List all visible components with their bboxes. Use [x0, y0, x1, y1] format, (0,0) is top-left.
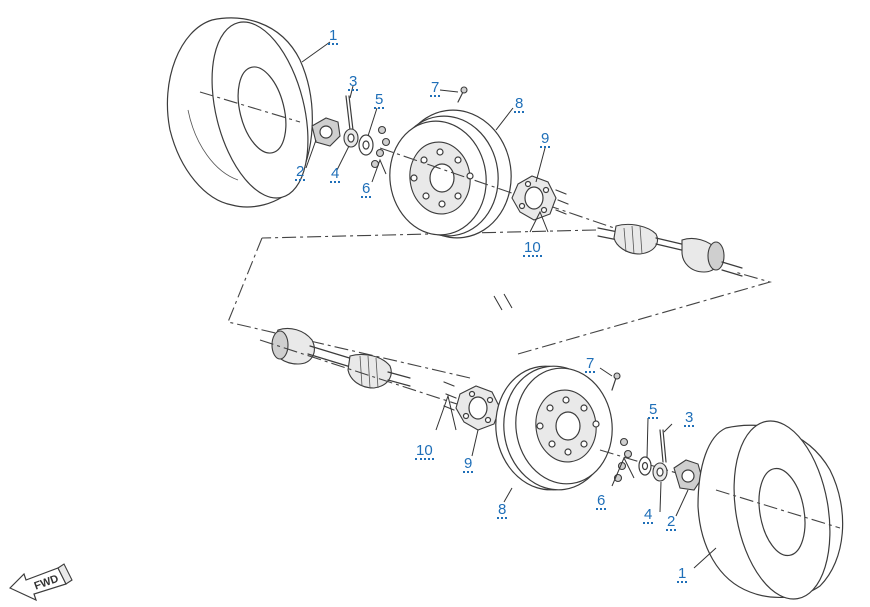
- axle-connector-frame: [227, 229, 773, 379]
- callout-washer-lower[interactable]: 5: [648, 401, 659, 419]
- lower-tire: [697, 420, 844, 600]
- lower-wheel-rim: [495, 365, 613, 491]
- callout-wheel-hub-lower[interactable]: 9: [463, 455, 474, 473]
- callout-castle-nut-lower[interactable]: 4: [643, 506, 654, 524]
- callout-tire-upper[interactable]: 1: [328, 27, 339, 45]
- callout-wheel-rim-upper[interactable]: 8: [514, 95, 525, 113]
- upper-washer: [358, 134, 374, 156]
- callout-washer-upper[interactable]: 5: [374, 91, 385, 109]
- callout-hub-studs-upper[interactable]: 10: [523, 239, 542, 257]
- callout-hub-studs-lower[interactable]: 10: [415, 442, 434, 460]
- lower-washer: [638, 456, 652, 476]
- upper-cotter-pin: [345, 95, 354, 131]
- upper-lug-nuts: [370, 125, 391, 183]
- lower-castle-nut: [652, 462, 668, 482]
- lower-hub-studs: [435, 381, 457, 431]
- upper-castle-nut: [343, 128, 359, 148]
- lower-lug-nuts: [611, 437, 635, 487]
- callout-cotter-pin-upper[interactable]: 3: [348, 73, 359, 91]
- upper-wheel-rim: [389, 109, 512, 239]
- callout-hub-nut-lower[interactable]: 2: [666, 513, 677, 531]
- upper-tire: [166, 17, 313, 208]
- lower-cotter-pin: [659, 429, 667, 463]
- callout-lug-nuts-lower[interactable]: 6: [596, 492, 607, 510]
- callout-tire-lower[interactable]: 1: [677, 565, 688, 583]
- callout-valve-stem-upper[interactable]: 7: [430, 79, 441, 97]
- callout-hub-nut-upper[interactable]: 2: [295, 163, 306, 181]
- upper-wheel-hub: [511, 175, 557, 221]
- callout-wheel-rim-lower[interactable]: 8: [497, 501, 508, 519]
- upper-valve-stem: [457, 86, 468, 103]
- lower-drive-shaft: [271, 327, 411, 389]
- upper-hub-studs: [529, 189, 569, 233]
- callout-cotter-pin-lower[interactable]: 3: [684, 409, 695, 427]
- upper-drive-shaft: [597, 223, 743, 277]
- leader-lines: [301, 41, 717, 569]
- lower-tire-centerline: [715, 489, 841, 529]
- callout-wheel-hub-upper[interactable]: 9: [540, 130, 551, 148]
- callout-castle-nut-upper[interactable]: 4: [330, 165, 341, 183]
- lower-wheel-hub: [455, 385, 501, 431]
- callout-valve-stem-lower[interactable]: 7: [585, 355, 596, 373]
- upper-hub-nut: [311, 117, 341, 147]
- fwd-arrow-icon: FWD: [8, 563, 73, 602]
- break-mark: [493, 293, 513, 311]
- upper-tire-centerline: [199, 91, 301, 123]
- upper-axis-line: [379, 147, 621, 231]
- lower-hub-nut: [673, 459, 703, 491]
- lower-valve-stem: [611, 372, 621, 391]
- callout-lug-nuts-upper[interactable]: 6: [361, 180, 372, 198]
